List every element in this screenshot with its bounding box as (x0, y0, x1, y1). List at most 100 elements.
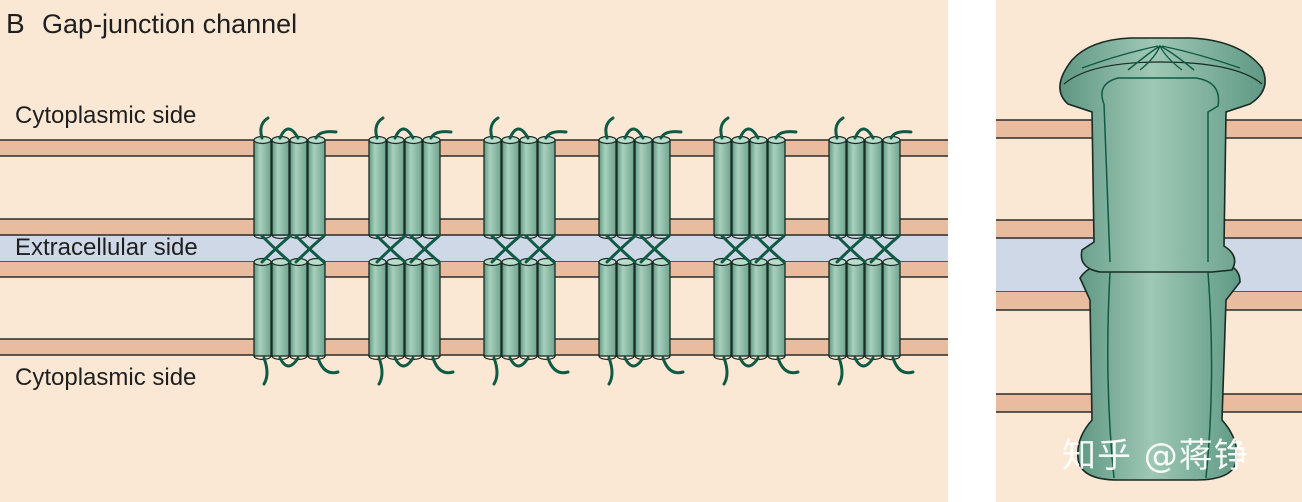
helix-cylinder (483, 257, 502, 361)
helix-cylinder (731, 257, 750, 361)
helix-cylinder (713, 257, 732, 361)
helix-cylinder (483, 135, 502, 240)
connexon-pair (828, 116, 915, 386)
extracellular-side-label: Extracellular side (15, 234, 198, 261)
protein-loop (524, 234, 556, 264)
protein-loop (889, 130, 913, 140)
extracellular-band (0, 235, 948, 262)
protein-loop (659, 130, 683, 140)
helix-cylinder (537, 135, 556, 240)
helix-cylinder (598, 257, 617, 361)
protein-loop (738, 127, 760, 140)
membrane-band-top-outer (0, 140, 948, 156)
helix-cylinder (864, 135, 883, 240)
helix-cylinder (749, 135, 768, 240)
protein-loop (490, 234, 522, 264)
helix-cylinder (501, 135, 520, 240)
helix-cylinder (882, 257, 901, 361)
helix-cylinder (422, 135, 441, 240)
protein-loop (278, 127, 300, 140)
protein-loop (853, 127, 875, 140)
protein-loop (508, 127, 530, 140)
helix-cylinder (271, 135, 290, 240)
protein-loop (607, 356, 614, 386)
helix-cylinder (253, 135, 272, 240)
channel-upper-hemichannel (1059, 37, 1266, 273)
protein-loop (278, 356, 300, 368)
protein-loop (544, 130, 568, 140)
protein-loop (835, 234, 867, 264)
protein-loop (834, 116, 845, 140)
protein-loop (837, 356, 844, 386)
protein-loop (853, 356, 875, 368)
helix-cylinder (828, 257, 847, 361)
helix-cylinder (519, 257, 538, 361)
membrane-band-top-inner (0, 219, 948, 235)
protein-loop (374, 116, 385, 140)
helix-cylinder (767, 135, 786, 240)
helix-cylinder (307, 135, 326, 240)
protein-loop (754, 234, 786, 264)
protein-loop (604, 116, 615, 140)
protein-loop (375, 234, 407, 264)
helix-cylinder (713, 135, 732, 240)
protein-loop (316, 356, 340, 375)
right-panel (996, 0, 1302, 502)
helix-cylinder (616, 135, 635, 240)
protein-loop (260, 234, 292, 264)
protein-loop (489, 116, 500, 140)
protein-loop (719, 116, 730, 140)
protein-loop (508, 356, 530, 368)
helix-cylinder (864, 257, 883, 361)
helix-cylinder (404, 135, 423, 240)
helix-cylinder (519, 135, 538, 240)
helix-cylinder (537, 257, 556, 361)
connexon-pair (368, 116, 455, 386)
protein-loop (738, 356, 760, 368)
helix-cylinder (598, 135, 617, 240)
connexon-pairs (253, 116, 915, 386)
helix-cylinder (846, 135, 865, 240)
protein-loop (639, 234, 671, 264)
helix-cylinder (386, 257, 405, 361)
protein-loop (492, 356, 499, 386)
connexon-pair (713, 116, 800, 386)
cytoplasmic-side-top-label: Cytoplasmic side (15, 102, 197, 129)
protein-loop (722, 356, 729, 386)
helix-cylinder (368, 135, 387, 240)
protein-loop (429, 130, 453, 140)
protein-loop (661, 356, 685, 375)
membrane-band-bottom-outer (0, 339, 948, 355)
connexon-pair (253, 116, 340, 386)
cytoplasmic-side-bottom-label: Cytoplasmic side (15, 364, 197, 391)
helix-cylinder (307, 257, 326, 361)
panel-letter: B (6, 8, 25, 39)
connexon-pair (598, 116, 685, 386)
protein-loop (869, 234, 901, 264)
protein-loop (720, 234, 752, 264)
protein-loop (774, 130, 798, 140)
membrane-band-bottom-inner (0, 262, 948, 277)
helix-cylinder (253, 257, 272, 361)
helix-cylinder (386, 135, 405, 240)
protein-loop (393, 356, 415, 368)
helix-cylinder (634, 257, 653, 361)
helix-cylinder (828, 135, 847, 240)
protein-loop (393, 127, 415, 140)
helix-cylinder (501, 257, 520, 361)
left-panel (0, 0, 948, 502)
helix-cylinder (652, 135, 671, 240)
panel-title: Gap-junction channel (42, 9, 298, 39)
protein-loop (377, 356, 384, 386)
helix-cylinder (368, 257, 387, 361)
helix-cylinder (846, 257, 865, 361)
protein-loop (259, 116, 270, 140)
helix-cylinder (652, 257, 671, 361)
helix-cylinder (404, 257, 423, 361)
helix-cylinder (767, 257, 786, 361)
helix-cylinder (422, 257, 441, 361)
helix-cylinder (882, 135, 901, 240)
helix-cylinder (731, 135, 750, 240)
protein-loop (431, 356, 455, 375)
